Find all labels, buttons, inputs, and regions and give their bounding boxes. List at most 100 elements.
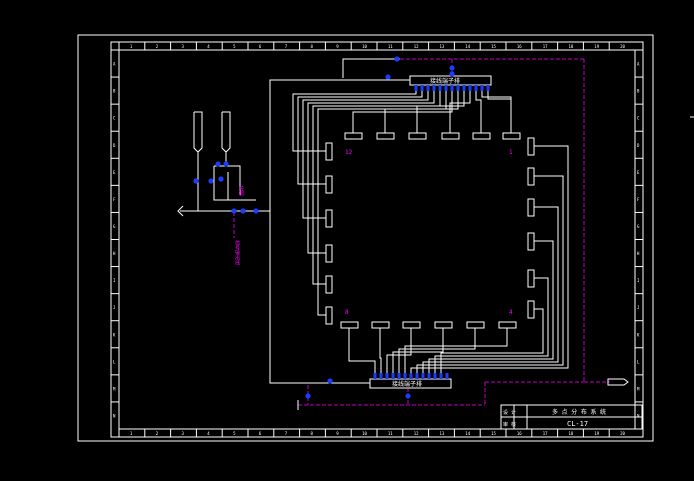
ruler-number: 16 (517, 431, 522, 436)
ruler-letter: L (113, 359, 116, 364)
ruler-number: 11 (388, 431, 393, 436)
ruler-number: 10 (362, 431, 367, 436)
ruler-number: 9 (336, 431, 339, 436)
sensor-device-right (527, 137, 535, 156)
ruler-letter: F (637, 197, 640, 202)
ruler-letter: H (637, 251, 640, 256)
outer-frame (77, 34, 654, 442)
connector-pin-top (414, 85, 418, 91)
corner-label-bottom-right: 4 (509, 309, 513, 316)
ruler-number: 7 (285, 44, 288, 49)
title-block-label-b: 审 核 (503, 421, 516, 428)
wire (312, 85, 441, 285)
top-connector: 接线端子排 (409, 75, 492, 86)
wire (317, 85, 447, 316)
wires-bottom (348, 145, 569, 379)
wire (410, 145, 569, 379)
ruler-number: 6 (259, 44, 262, 49)
wire (348, 328, 376, 379)
connector-pin-top (426, 85, 430, 91)
connector-pin-bottom (409, 373, 413, 379)
ruler-letter: J (637, 305, 639, 310)
ruler-number: 12 (414, 431, 419, 436)
sensor-device-bottom (466, 321, 485, 329)
output-terminal-icon (607, 378, 629, 386)
ruler-letter: D (637, 143, 640, 148)
ruler-number: 15 (491, 44, 496, 49)
ruler-letter: G (113, 224, 116, 229)
sensor-device-right (527, 269, 535, 288)
ruler-letter: M (637, 386, 640, 391)
connector-pin-bottom (445, 373, 449, 379)
connector-pin-top (450, 85, 454, 91)
ruler-number: 18 (569, 44, 574, 49)
wire (475, 85, 482, 133)
ruler-number: 4 (207, 431, 210, 436)
wire (384, 85, 459, 133)
bottom-connector: 接线端子排 (369, 378, 452, 389)
ruler-number: 11 (388, 44, 393, 49)
connector-pin-top (462, 85, 466, 91)
sensor-device-top (472, 132, 491, 140)
ruler-letter: D (113, 143, 116, 148)
ruler-letter: E (113, 170, 116, 175)
wire (392, 328, 444, 379)
ruler-number: 5 (233, 431, 236, 436)
sensor-device-left (325, 275, 333, 294)
ruler-letter: E (637, 170, 640, 175)
junction-node (215, 161, 221, 167)
connector-pin-top (474, 85, 478, 91)
wire (422, 206, 559, 379)
connector-pins (373, 85, 490, 379)
wire (481, 85, 512, 133)
ruler-letter: B (113, 89, 116, 94)
ruler-number: 14 (465, 44, 470, 49)
junction-node (223, 161, 229, 167)
ruler-letter: A (637, 62, 640, 67)
ruler-number: 9 (336, 44, 339, 49)
junction-node (405, 393, 411, 399)
devices (325, 132, 535, 329)
junction-node (253, 208, 259, 214)
wire (307, 85, 435, 254)
junction-node (449, 65, 455, 71)
ruler-letter: J (113, 305, 115, 310)
connector-pin-bottom (439, 373, 443, 379)
ruler-letter: B (637, 89, 640, 94)
junction-node (240, 208, 246, 214)
top-connector-label: 接线端子排 (430, 77, 460, 85)
ruler-number: 17 (543, 431, 548, 436)
junction-node (327, 378, 333, 384)
sensor-device-bottom (340, 321, 359, 329)
ruler-number: 10 (362, 44, 367, 49)
title-block-label-a: 设 计 (503, 409, 516, 416)
sensor-device-left (325, 306, 333, 325)
side-label-upper: 控制 (238, 185, 244, 197)
sensor-device-left (325, 244, 333, 263)
side-label-lower: 信号输出线 (234, 239, 240, 265)
junction-node (218, 176, 224, 182)
connector-pin-top (480, 85, 484, 91)
sensor-device-top (441, 132, 460, 140)
ruler-number: 14 (465, 431, 470, 436)
corner-label-top-left: 12 (345, 149, 353, 156)
ruler-number: 19 (594, 431, 599, 436)
wire (352, 85, 453, 133)
connector-pin-bottom (421, 373, 425, 379)
corner-label-bottom-left: 8 (345, 309, 349, 316)
connector-pin-bottom (385, 373, 389, 379)
wire (416, 175, 564, 379)
ruler-number: 8 (311, 44, 314, 49)
ruler-letter: A (113, 62, 116, 67)
ruler-number: 7 (285, 431, 288, 436)
ruler-number: 1 (130, 44, 133, 49)
sensor-device-top (376, 132, 395, 140)
ruler-letter: C (113, 116, 116, 121)
sensor-device-bottom (498, 321, 517, 329)
dashed-signal-lines (233, 58, 610, 406)
ruler-number: 1 (130, 431, 133, 436)
